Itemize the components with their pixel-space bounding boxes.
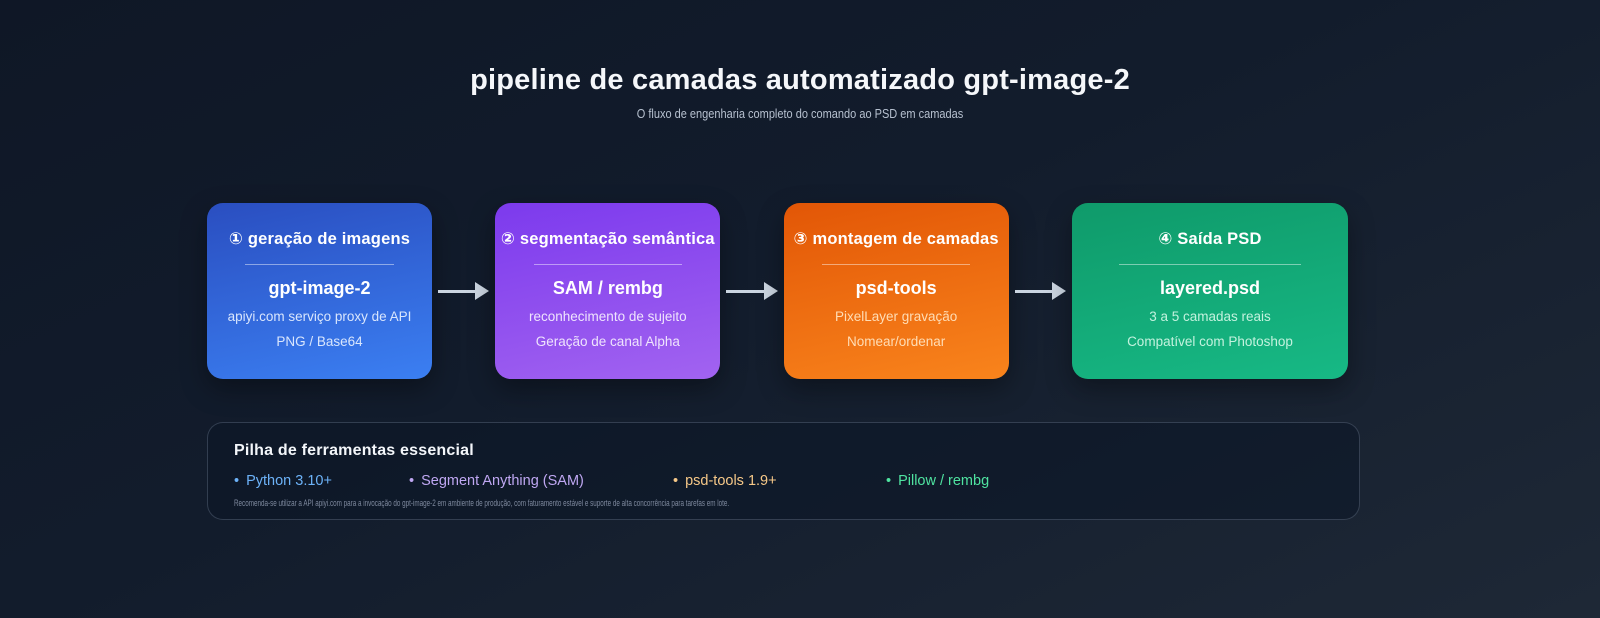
step-title: ① geração de imagens	[207, 229, 432, 249]
flow-arrow-icon	[1009, 203, 1072, 379]
step-title-text: montagem de camadas	[812, 230, 999, 248]
step-title-text: Saída PSD	[1177, 230, 1262, 248]
bullet-icon: •	[886, 473, 892, 489]
bullet-icon: •	[234, 473, 240, 489]
toolstack-note: Recomenda-se utilizar a API apiyi.com pa…	[234, 498, 730, 508]
toolstack-list: • Python 3.10+ • Segment Anything (SAM) • p…	[234, 473, 1333, 489]
toolstack-item-label: Pillow / rembg	[898, 473, 990, 489]
step-number-badge: ④	[1158, 230, 1173, 248]
step-psd-output: ④ Saída PSD layered.psd 3 a 5 camadas re…	[1071, 203, 1348, 379]
step-title: ② segmentação semântica	[495, 229, 720, 249]
step-detail: Compatível com Photoshop	[1127, 334, 1293, 349]
divider	[533, 264, 683, 265]
page-subtitle: O fluxo de engenharia completo do comand…	[636, 107, 964, 121]
flow-arrow-icon	[720, 203, 783, 379]
flow-arrow-icon	[432, 203, 495, 379]
step-tool-name: psd-tools	[855, 278, 937, 298]
step-number-badge: ②	[500, 230, 516, 248]
toolstack-item-psd-tools: • psd-tools 1.9+	[673, 473, 886, 489]
step-number-badge: ①	[228, 230, 244, 248]
step-number-badge: ③	[793, 230, 808, 248]
toolstack-panel: Pilha de ferramentas essencial • Python 3…	[207, 422, 1360, 520]
pipeline-flow: ① geração de imagens gpt-image-2 apiyi.c…	[207, 203, 1348, 379]
divider	[1118, 264, 1302, 265]
divider	[821, 264, 971, 265]
arrow-head	[1051, 282, 1066, 300]
arrow-line	[1014, 289, 1052, 293]
arrow-head	[763, 282, 778, 300]
step-detail: apiyi.com serviço proxy de API	[227, 309, 412, 324]
arrow-head	[475, 282, 490, 300]
step-detail: Nomear/ordenar	[847, 334, 946, 349]
step-tool-name: layered.psd	[1159, 278, 1260, 298]
toolstack-item-python: • Python 3.10+	[234, 473, 409, 489]
toolstack-title: Pilha de ferramentas essencial	[234, 442, 474, 459]
bullet-icon: •	[409, 473, 415, 489]
step-detail: Geração de canal Alpha	[535, 334, 680, 349]
arrow-line	[438, 289, 476, 293]
toolstack-item-label: psd-tools 1.9+	[685, 473, 777, 489]
step-tool-name: gpt-image-2	[268, 278, 371, 298]
bullet-icon: •	[673, 473, 679, 489]
step-layer-assembly: ③ montagem de camadas psd-tools PixelLay…	[783, 203, 1009, 379]
arrow-line	[726, 289, 764, 293]
step-image-generation: ① geração de imagens gpt-image-2 apiyi.c…	[207, 203, 432, 379]
step-semantic-segmentation: ② segmentação semântica SAM / rembg reco…	[495, 203, 721, 379]
step-detail: 3 a 5 camadas reais	[1149, 309, 1271, 324]
step-detail: PNG / Base64	[276, 334, 363, 349]
divider	[245, 264, 394, 265]
step-title: ③ montagem de camadas	[784, 229, 1009, 249]
toolstack-item-pillow-rembg: • Pillow / rembg	[886, 473, 989, 489]
page-title: pipeline de camadas automatizado gpt-ima…	[470, 64, 1130, 96]
header: pipeline de camadas automatizado gpt-ima…	[0, 64, 1600, 121]
step-title: ④ Saída PSD	[1072, 229, 1348, 249]
step-detail: reconhecimento de sujeito	[529, 309, 687, 324]
step-detail: PixelLayer gravação	[834, 309, 958, 324]
toolstack-item-label: Python 3.10+	[246, 473, 332, 489]
step-title-text: geração de imagens	[247, 230, 411, 248]
toolstack-item-sam: • Segment Anything (SAM)	[409, 473, 673, 489]
step-tool-name: SAM / rembg	[552, 278, 663, 298]
toolstack-item-label: Segment Anything (SAM)	[421, 473, 584, 489]
step-title-text: segmentação semântica	[519, 230, 715, 248]
